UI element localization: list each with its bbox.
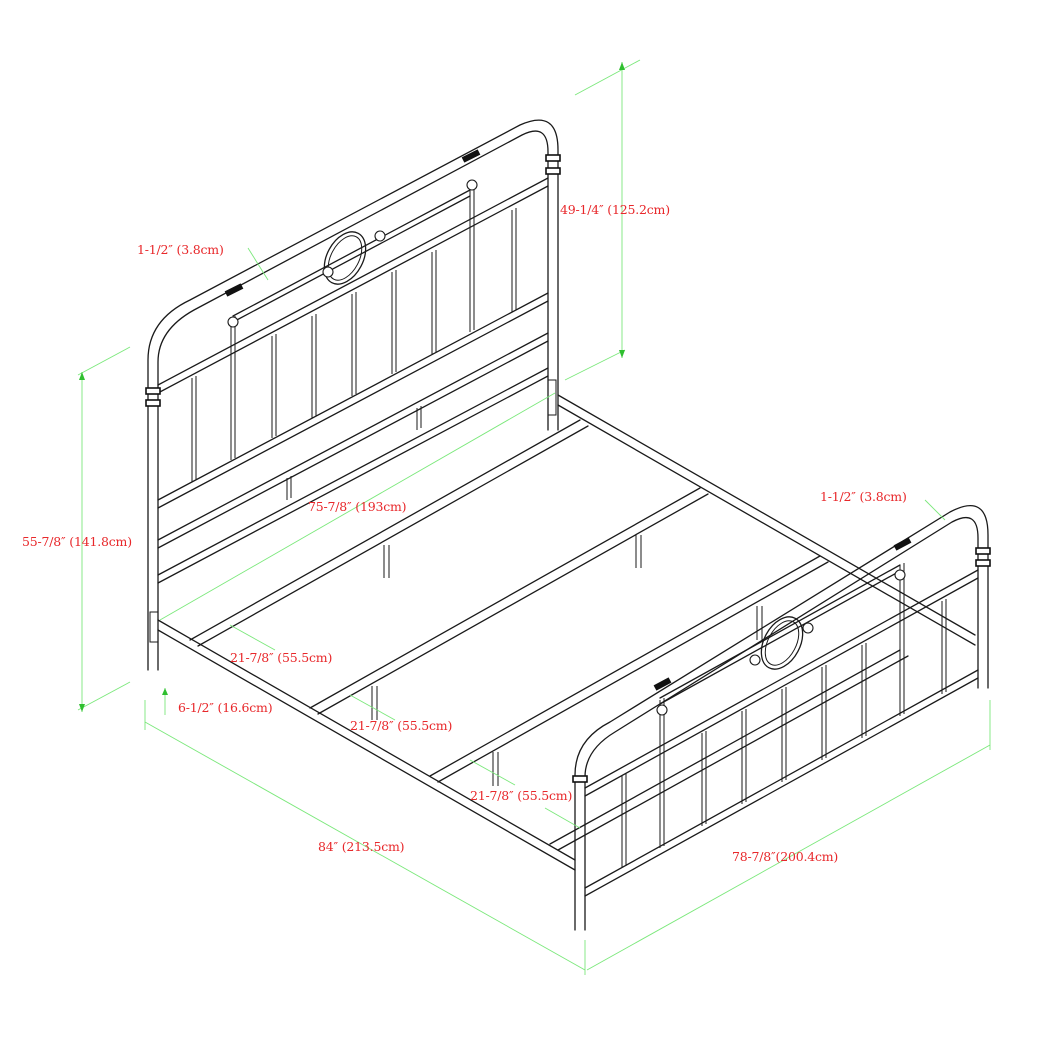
headboard	[145, 119, 561, 671]
label-overall-length: 84″ (213.5cm)	[318, 839, 405, 854]
label-slat-spacing-3: 21-7/8″ (55.5cm)	[470, 788, 573, 803]
label-headboard-height: 49-1/4″ (125.2cm)	[560, 202, 670, 217]
label-overall-height: 55-7/8″ (141.8cm)	[22, 534, 132, 549]
collar-icon	[145, 149, 561, 407]
label-under-bed-clearance: 6-1/2″ (16.6cm)	[178, 700, 273, 715]
label-headboard-tube: 1-1/2″ (3.8cm)	[137, 242, 224, 257]
label-overall-width: 78-7/8″(200.4cm)	[732, 849, 839, 864]
dimension-lines	[77, 59, 991, 975]
label-slat-spacing-1: 21-7/8″ (55.5cm)	[230, 650, 333, 665]
label-inner-length: 75-7/8″ (193cm)	[308, 499, 407, 514]
bed-rails	[157, 394, 976, 871]
label-footboard-tube: 1-1/2″ (3.8cm)	[820, 489, 907, 504]
footboard	[572, 505, 991, 931]
label-slat-spacing-2: 21-7/8″ (55.5cm)	[350, 718, 453, 733]
